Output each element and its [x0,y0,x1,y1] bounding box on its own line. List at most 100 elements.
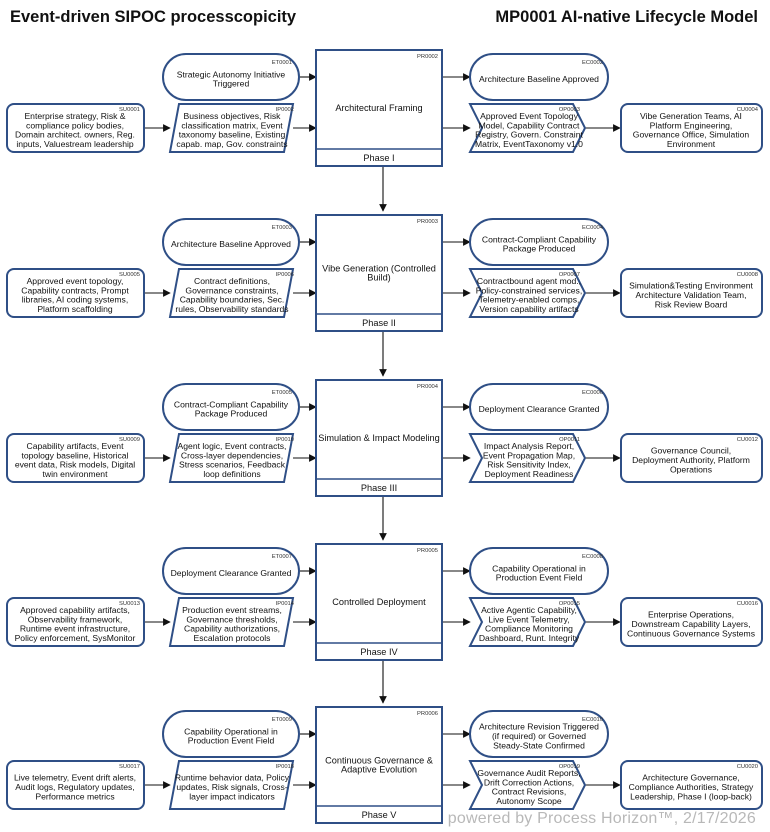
trigger-event-shape [162,547,300,595]
input-box-line: Capability boundaries, Sec. [180,295,285,305]
trigger-event-line: Production Event Field [188,736,275,746]
output-box-code: OP0019 [559,764,580,770]
customer-box-line: Operations [670,464,712,474]
output-box-line: Model, Capability Contract [479,120,580,130]
customer-box-shape [620,433,763,483]
output-box-line: Contract Revisions, [492,787,567,797]
customer-box-code: CU0004 [737,107,759,113]
process-box-code: PR0005 [417,548,438,554]
supplier-box-code: SU0009 [119,437,140,443]
input-box-shape [168,103,295,153]
supplier-box-shape [6,268,145,318]
output-box-line: Active Agentic Capability, [481,605,577,615]
process-box-shape [315,49,443,167]
process-box-line: Build) [367,273,391,283]
end-event-code: EC0006 [582,390,603,396]
customer-box-line: Risk Review Board [655,299,728,309]
customer-box-code: CU0008 [737,272,758,278]
customer-box-line: Environment [667,139,716,149]
customer-box-line: Architecture Governance, [642,773,739,783]
input-box-line: capab. map, Gov. constraints [176,139,287,149]
supplier-box-code: SU0017 [119,764,140,770]
trigger-event-line: Triggered [213,79,250,89]
output-box-shape [468,597,587,647]
output-box-line: Event Propagation Map, [483,450,575,460]
input-box-line: loop definitions [203,469,260,479]
input-box-line: updates, Risk signals, Cross- [176,782,287,792]
end-event-line: (if required) or Governed [492,731,586,741]
trigger-event-line: Deployment Clearance Granted [171,568,292,578]
supplier-box-line: Capability artifacts, Event [27,441,125,451]
trigger-event-shape [162,53,300,101]
trigger-event-line: Architecture Baseline Approved [171,239,291,249]
process-box-line: Simulation & Impact Modeling [318,433,440,443]
supplier-box-line: libraries, AI coding systems, [22,295,129,305]
end-event-line: Deployment Clearance Granted [479,404,600,414]
process-box-line: Architectural Framing [335,103,422,113]
supplier-box-line: twin environment [43,469,109,479]
input-box-line: classification matrix, Event [181,120,283,130]
input-box-line: Stress scenarios, Feedback [179,460,286,470]
footer-credit: powered by Process Horizon™, 2/17/2026 [447,810,756,827]
end-event-line: Contract-Compliant Capability [482,234,597,244]
customer-box-line: Simulation&Testing Environment [629,281,753,291]
supplier-box-line: compliance policy bodies, [26,120,124,130]
customer-box-code: CU0016 [737,601,758,607]
input-box-code: IP0018 [276,764,294,770]
model-title: MP0001 AI-native Lifecycle Model [495,8,758,26]
output-box-line: Impact Analysis Report, [484,441,574,451]
input-box-shape [168,433,295,483]
end-event-code: EC0008 [582,554,603,560]
supplier-box-code: SU0013 [119,601,140,607]
customer-box-line: Vibe Generation Teams, AI [640,111,742,121]
supplier-box-line: Audit logs, Regulatory updates, [15,782,134,792]
input-box-line: Cross-layer dependencies, [181,450,283,460]
output-box-line: Dashboard, Runt. Integrity [479,633,580,643]
customer-box-line: Deployment Authority, Platform [632,455,750,465]
input-box-code: IP0002 [276,107,294,113]
output-box-code: OP0007 [559,272,580,278]
output-box-line: Telemetry-enabled comps, [479,295,580,305]
supplier-box-line: Runtime event infrastructure, [20,624,130,634]
end-event-shape [469,383,609,431]
customer-box-line: Downstream Capability Layers, [632,619,751,629]
